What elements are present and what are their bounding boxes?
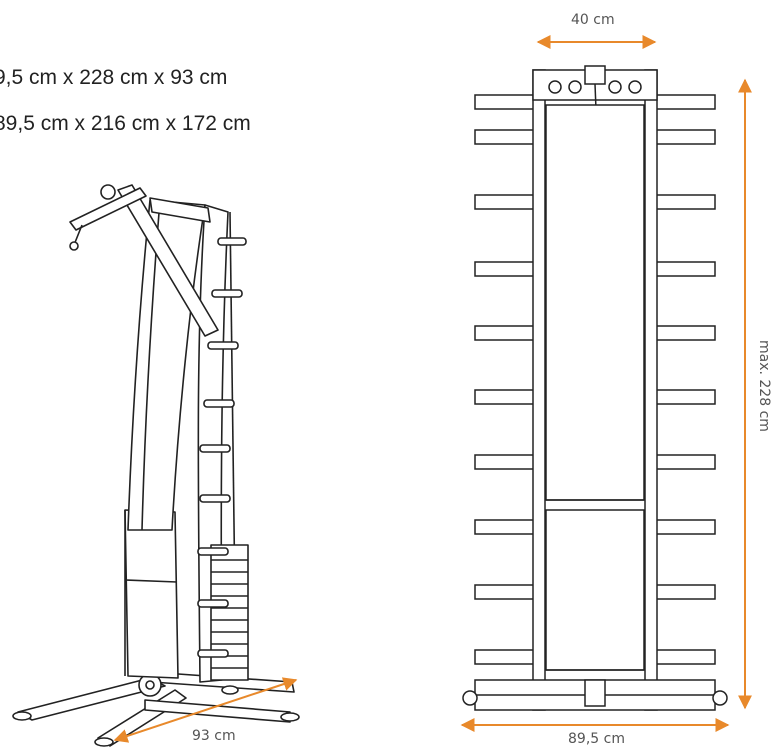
spec-line-1: 9,5 cm x 228 cm x 93 cm (0, 66, 228, 89)
depth-arrow (113, 677, 298, 743)
bottom-width-label: 89,5 cm (568, 731, 625, 747)
spec-line-2: 89,5 cm x 216 cm x 172 cm (0, 112, 251, 135)
front-view-machine (462, 65, 728, 711)
height-label: max. 228 cm (756, 340, 772, 432)
depth-label: 93 cm (192, 728, 236, 744)
top-width-label: 40 cm (571, 12, 615, 28)
side-view-machine (12, 184, 300, 747)
